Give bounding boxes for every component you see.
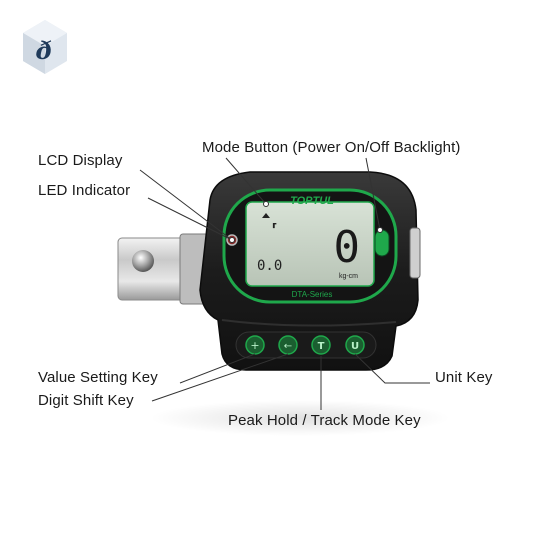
lcd-content: ⸢ 0 kg-cm 0.0 <box>257 213 360 280</box>
series-name: DTA-Series <box>292 290 333 299</box>
svg-text:ð: ð <box>35 36 52 65</box>
mode-button-label: Mode Button (Power On/Off Backlight) <box>202 139 461 156</box>
brand-logo-icon: ð <box>23 20 67 74</box>
leader-mode-2 <box>365 157 381 231</box>
u-icon: U <box>351 341 359 352</box>
device-shadow <box>150 400 450 436</box>
leader-lines <box>139 157 430 410</box>
lcd-display-label: LCD Display <box>38 152 123 169</box>
lcd-small-reading: 0.0 <box>257 258 282 274</box>
up-arrow-icon <box>262 213 270 218</box>
detent-ball <box>132 250 154 272</box>
leader-led <box>147 197 233 241</box>
arrow-left-icon: ← <box>284 341 292 352</box>
leader-value <box>179 353 256 384</box>
value-setting-key[interactable]: + <box>245 335 265 355</box>
digit-shift-key-label: Digit Shift Key <box>38 392 134 409</box>
peak-hold-key-label: Peak Hold / Track Mode Key <box>228 412 421 429</box>
brand-name: TOPTUL <box>290 195 334 207</box>
leader-unit <box>354 353 430 384</box>
value-setting-key-label: Value Setting Key <box>38 369 158 386</box>
mode-button[interactable] <box>374 229 390 257</box>
lcd-unit: kg-cm <box>339 273 358 280</box>
t-icon: T <box>318 341 325 352</box>
leader-lcd <box>139 169 233 241</box>
unit-key[interactable]: U <box>345 335 365 355</box>
square-drive <box>117 233 209 305</box>
led-indicator-label: LED Indicator <box>38 182 131 199</box>
peak-hold-key[interactable]: T <box>311 335 331 355</box>
unit-key-label: Unit Key <box>435 369 493 386</box>
lcd-readout: 0 <box>334 222 361 273</box>
leader-mode-1 <box>225 157 267 205</box>
lcd-display <box>245 201 375 287</box>
keypad: + ← T U <box>235 331 377 359</box>
lcd-bracket-icon: ⸢ <box>270 222 278 238</box>
plus-icon: + <box>250 339 259 352</box>
leader-digit <box>151 353 289 402</box>
digit-shift-key[interactable]: ← <box>278 335 298 355</box>
